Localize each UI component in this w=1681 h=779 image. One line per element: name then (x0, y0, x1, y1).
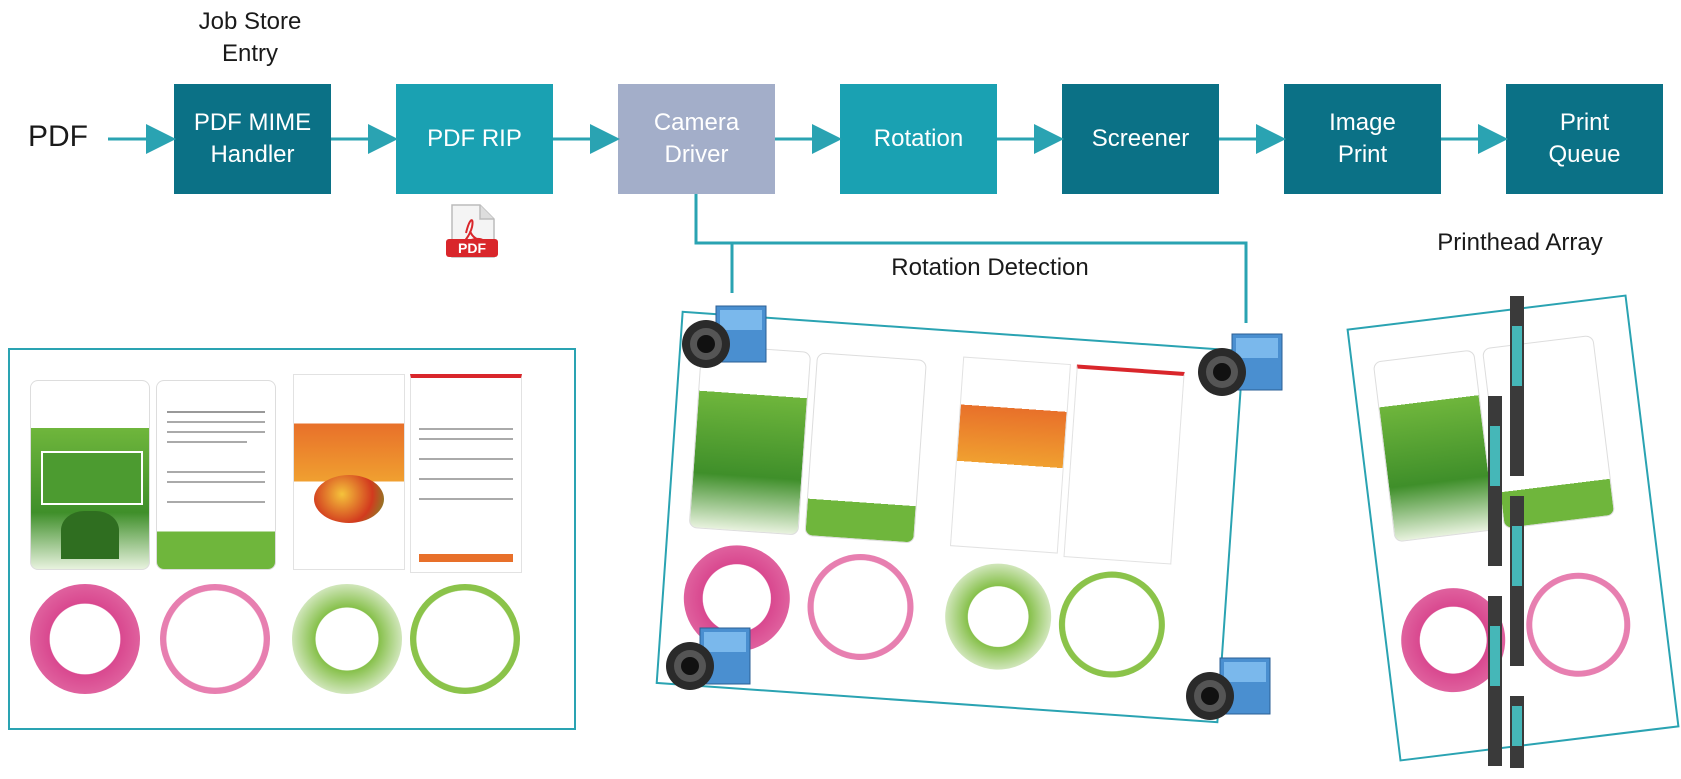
rotated-cleansing-back (1063, 364, 1185, 565)
cleansing-milk-front (293, 374, 405, 570)
print-queue-box: Print Queue (1506, 84, 1663, 194)
rotated-cleansing-front (949, 356, 1071, 554)
rotated-fruit-back (803, 550, 918, 664)
printhead-array-label: Printhead Array (1437, 229, 1603, 256)
rotation-detection-label: Rotation Detection (891, 254, 1089, 281)
rotation-box: Rotation (840, 84, 997, 194)
camera-icon (682, 305, 767, 368)
pdf-file-icon: PDF (444, 203, 502, 261)
rotated-aloe-lid (941, 560, 1055, 674)
camera-icon (666, 627, 751, 690)
aloe-vera-tag-back (156, 380, 276, 570)
aloe-vera-tag-front (30, 380, 150, 570)
camera-icon (1186, 657, 1271, 720)
camera-icon (1198, 333, 1283, 396)
screener-box: Screener (1062, 84, 1219, 194)
printhead-icon (1480, 296, 1540, 776)
fruit-cream-lid (30, 584, 140, 694)
aloevera-back (410, 584, 520, 694)
pdf-icon-label: PDF (458, 240, 486, 256)
aloevera-lid (292, 584, 402, 694)
job-store-entry-label: Job Store Entry (198, 8, 302, 67)
rotated-aloe-back (1055, 567, 1169, 682)
image-print-box: Image Print (1284, 84, 1441, 194)
pdf-mime-handler-box: PDF MIME Handler (174, 84, 331, 194)
fruit-cream-back (160, 584, 270, 694)
camera-driver-box: Camera Driver (618, 84, 775, 194)
cleansing-milk-back (410, 374, 522, 573)
rotated-aloe-tag-back (804, 352, 927, 544)
pdf-rip-box: PDF RIP (396, 84, 553, 194)
input-sheet-panel (8, 348, 576, 730)
print-aloe-tag-front (1372, 349, 1497, 543)
pdf-source-label: PDF (28, 120, 88, 153)
